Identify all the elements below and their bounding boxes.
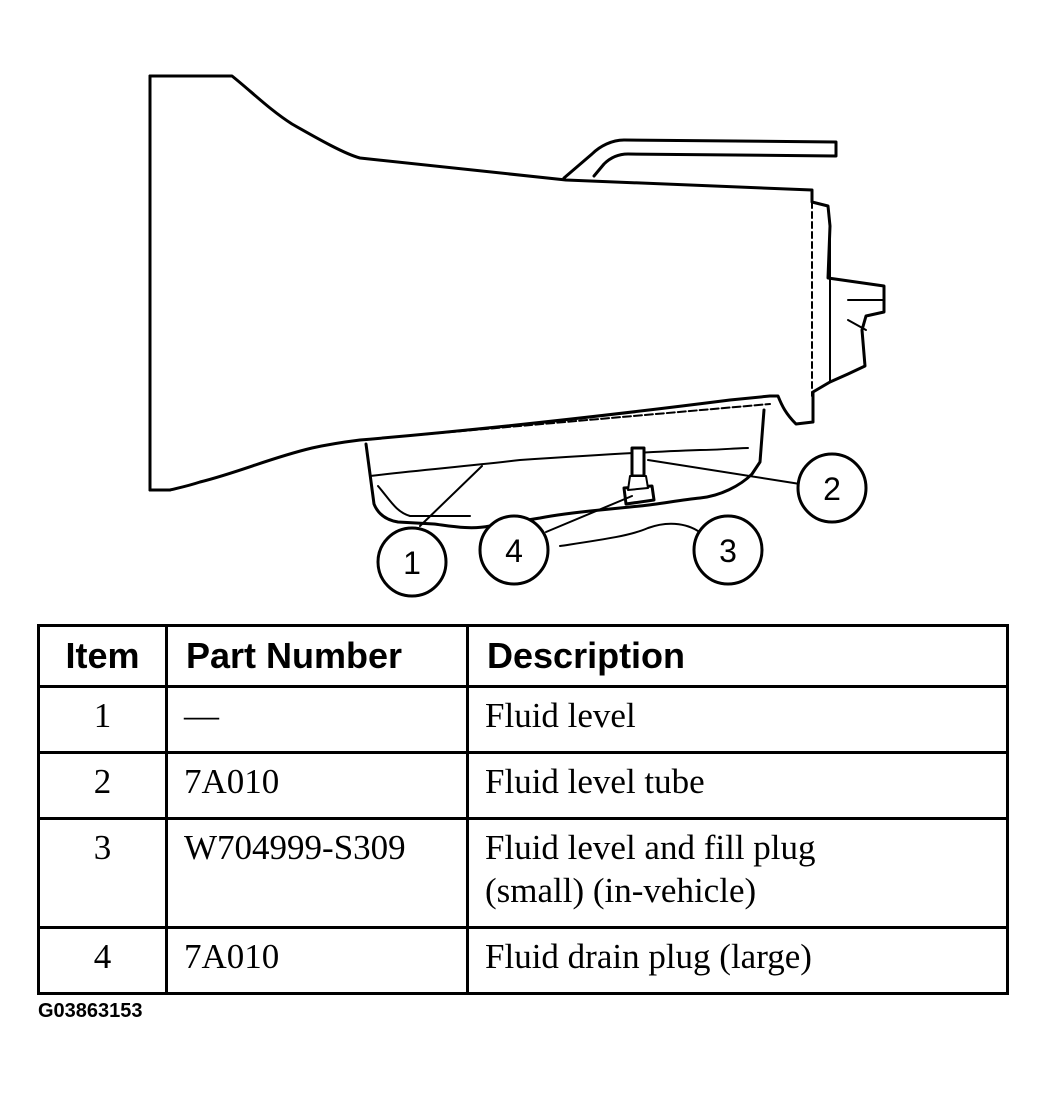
item-cell: 2 xyxy=(37,751,168,820)
header-item: Item xyxy=(37,624,168,688)
header-part-number: Part Number xyxy=(165,624,469,688)
leader-3 xyxy=(559,522,703,547)
leader-4 xyxy=(545,495,633,533)
table-row: 1 — Fluid level xyxy=(37,685,1009,754)
transmission-illustration: 1 2 3 4 xyxy=(148,74,886,598)
table-row: 4 7A010 Fluid drain plug (large) xyxy=(37,926,1009,995)
part-number-cell: — xyxy=(165,685,469,754)
leader-2 xyxy=(647,459,801,485)
part-number-cell: 7A010 xyxy=(165,751,469,820)
oil-pan xyxy=(364,408,766,530)
description-cell: Fluid level xyxy=(466,685,1009,754)
item-cell: 3 xyxy=(37,817,168,929)
cooler-line xyxy=(562,138,838,180)
description-cell: Fluid drain plug (large) xyxy=(466,926,1009,995)
table-header-row: Item Part Number Description xyxy=(37,624,1009,688)
figure-code: G03863153 xyxy=(38,1000,143,1022)
item-cell: 1 xyxy=(37,685,168,754)
svg-text:4: 4 xyxy=(505,533,523,569)
callout-4: 4 xyxy=(478,514,550,586)
table-row: 2 7A010 Fluid level tube xyxy=(37,751,1009,820)
leader-1 xyxy=(419,465,483,527)
svg-text:2: 2 xyxy=(823,471,841,507)
parts-table: Item Part Number Description 1 — Fluid l… xyxy=(37,624,1009,995)
svg-text:1: 1 xyxy=(403,545,421,581)
part-number-cell: W704999-S309 xyxy=(165,817,469,929)
fluid-level-line xyxy=(369,447,749,477)
description-cell: Fluid level tube xyxy=(466,751,1009,820)
transmission-case xyxy=(148,74,886,492)
part-number-cell: 7A010 xyxy=(165,926,469,995)
item-cell: 4 xyxy=(37,926,168,995)
header-description: Description xyxy=(466,624,1009,688)
callout-2: 2 xyxy=(796,452,868,524)
callout-3: 3 xyxy=(692,514,764,586)
table-row: 3 W704999-S309 Fluid level and fill plug… xyxy=(37,817,1009,929)
fill-plug xyxy=(630,446,646,478)
callout-1: 1 xyxy=(376,526,448,598)
svg-text:3: 3 xyxy=(719,533,737,569)
description-cell: Fluid level and fill plug (small) (in-ve… xyxy=(466,817,1009,929)
